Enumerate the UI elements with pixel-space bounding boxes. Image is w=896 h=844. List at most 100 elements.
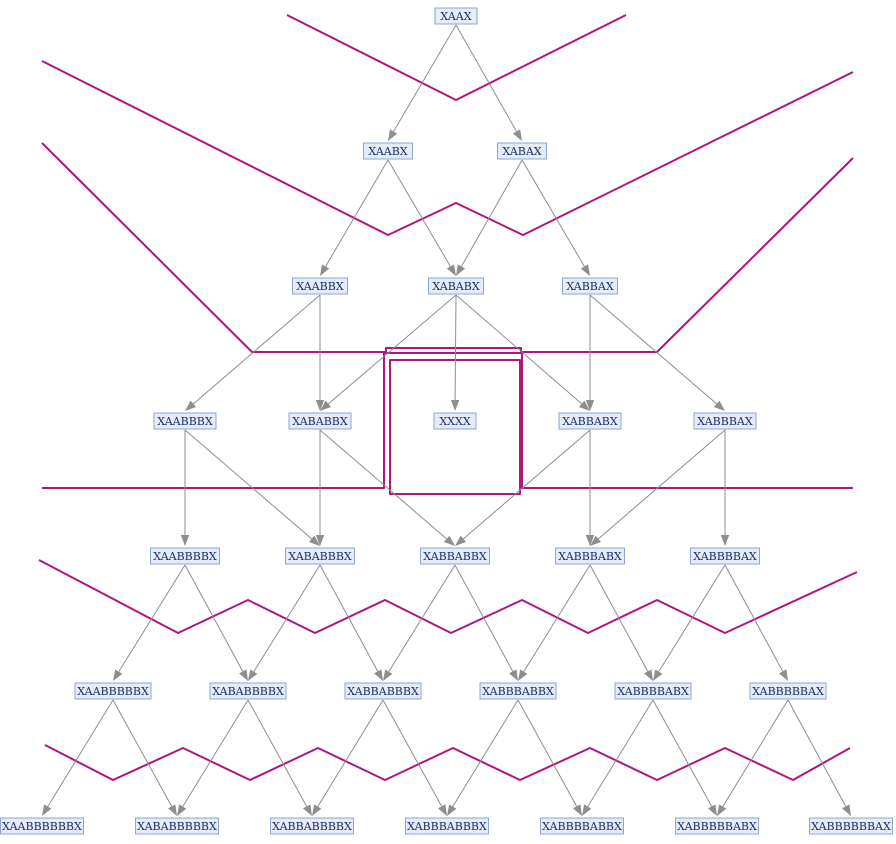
node-box [0, 817, 84, 835]
edge-XABABX-XXXX [454, 294, 457, 401]
edge-XABBBBBAX-XABBBBBABX [722, 699, 789, 807]
edge-XABBBBABX-XABBBBBABX [652, 699, 713, 807]
node-XAABBBBBX: XAABBBBBX [74, 682, 152, 700]
node-XABABX: XABABX [428, 277, 484, 295]
edge-XABBABBX-XABBBABBX [454, 564, 514, 672]
node-XABABBX: XABABBX [288, 412, 352, 430]
arrowhead [374, 669, 383, 681]
node-XAABBBBX: XAABBBBX [150, 547, 220, 565]
node-box [434, 7, 478, 25]
edge-XABABBBBX-XABABBBBBX [182, 699, 249, 807]
edge-XABBBBABX-XABBBBABBX [587, 699, 654, 807]
node-box [540, 817, 624, 835]
node-box [135, 817, 219, 835]
node-box [555, 547, 625, 565]
node-box [270, 817, 354, 835]
arrowhead [388, 129, 398, 141]
node-XABBBBBABX: XABBBBBABX [675, 817, 759, 835]
node-label: XABBAX [566, 280, 613, 293]
arrowhead [443, 535, 455, 546]
node-XABBBBBAX: XABBBBBAX [749, 682, 827, 700]
arrowhead [779, 669, 788, 681]
node-box [497, 142, 547, 160]
node-box [558, 412, 622, 430]
edge-XAABBBBX-XABABBBBX [184, 564, 244, 672]
edge-XABAX-XABABX [461, 159, 523, 267]
node-label: XXXX [439, 415, 470, 428]
edge-XABBAX-XABBBAX [589, 294, 717, 405]
node-XABAX: XABAX [497, 142, 547, 160]
node-label: XABABBBX [288, 550, 352, 563]
edge-XABBBBAX-XABBBBBAX [724, 564, 784, 672]
edge-XABAX-XABBAX [521, 159, 585, 267]
arrowhead [573, 804, 582, 816]
arrowhead [518, 669, 528, 681]
edge-XAAX-XABAX [455, 24, 517, 132]
edge-XAABX-XAABBX [325, 159, 389, 267]
edge-XABABBBBX-XABBABBBBX [247, 699, 308, 807]
node-box [344, 682, 422, 700]
edge-XABBBABX-XABBBBABX [589, 564, 649, 672]
node-label: XABABX [432, 280, 479, 293]
arrowhead [456, 264, 466, 276]
node-box [809, 817, 893, 835]
foliation-line-2 [41, 60, 854, 236]
edge-XABABX-XABABBX [328, 294, 457, 405]
node-XABBBABBBX: XABBBABBBX [405, 817, 489, 835]
node-box [292, 277, 348, 295]
edge-XABBBBAX-XABBBBABX [658, 564, 726, 672]
node-label: XABABBBBBX [137, 820, 217, 833]
node-XABBAX: XABBAX [562, 277, 618, 295]
arrowhead [446, 264, 456, 276]
arrowhead [312, 804, 322, 816]
arrowhead [447, 804, 457, 816]
edge-XABBBBBAX-XABBBBBBAX [787, 699, 847, 807]
node-box [420, 547, 490, 565]
arrowhead [320, 264, 330, 276]
node-label: XABBBBBBAX [811, 820, 891, 833]
node-XABBBABBX: XABBBABBX [479, 682, 557, 700]
arrowhead [239, 669, 248, 681]
node-XABBBBABX: XABBBBABX [614, 682, 692, 700]
arrowhead [320, 400, 332, 411]
node-box [562, 277, 618, 295]
edge-XAABBX-XAABBBX [193, 294, 321, 405]
arrowhead [315, 400, 325, 411]
foliation-square-inner [389, 359, 521, 495]
node-label: XAAX [440, 10, 471, 23]
arrowhead [578, 400, 590, 411]
node-label: XAABX [368, 145, 407, 158]
arrowhead [113, 669, 123, 681]
foliation-line-3 [41, 142, 854, 353]
edge-XAABBBX-XABABBBX [184, 429, 312, 540]
node-XAABBBBBBX: XAABBBBBBX [0, 817, 84, 835]
node-label: XABAX [502, 145, 541, 158]
node-box [614, 682, 692, 700]
node-box [209, 682, 287, 700]
node-box [433, 412, 477, 430]
edge-XABABBBX-XABBABBBX [319, 564, 379, 672]
arrowhead [248, 669, 258, 681]
node-XABBBBBBAX: XABBBBBBAX [809, 817, 893, 835]
edge-XABBABBBX-XABBABBBBX [317, 699, 384, 807]
edge-XAABBBBX-XAABBBBBX [118, 564, 186, 672]
edge-XABBBABBX-XABBBBABBX [517, 699, 578, 807]
arrowhead [455, 535, 467, 546]
node-XABBBBABBX: XABBBBABBX [540, 817, 624, 835]
node-XAABBX: XAABBX [292, 277, 348, 295]
arrowhead [303, 804, 312, 816]
node-XABBABBX: XABBABBX [420, 547, 490, 565]
node-XAABX: XAABX [363, 142, 413, 160]
node-label: XABBABBX [423, 550, 487, 563]
node-box [479, 682, 557, 700]
edge-XAABBBBBX-XAABBBBBBX [47, 699, 114, 807]
edge-XABBABX-XABBABBX [463, 429, 591, 540]
arrowhead [512, 129, 522, 141]
arrowhead [509, 669, 518, 681]
node-box [74, 682, 152, 700]
arrowhead [713, 400, 725, 411]
edge-XABABBBX-XABABBBBX [253, 564, 321, 672]
foliation-line-6 [44, 744, 851, 781]
node-label: XABBBABBBX [407, 820, 487, 833]
